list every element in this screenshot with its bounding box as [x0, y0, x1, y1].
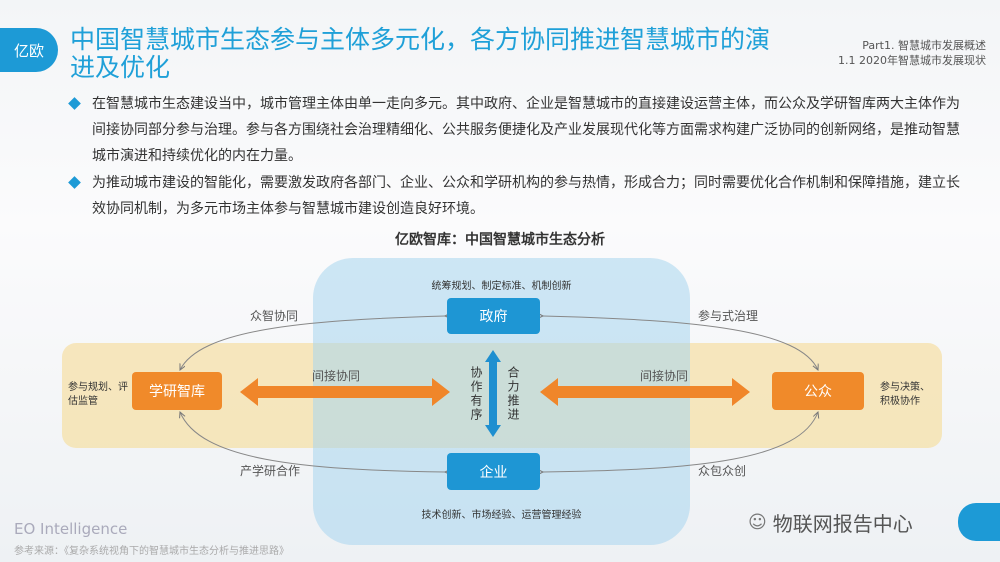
academia-description: 参与规划、评估监管 — [68, 382, 128, 407]
watermark-text: 物联网报告中心 — [772, 512, 913, 536]
curve-ent-academia — [180, 412, 445, 472]
section-info: Part1. 智慧城市发展概述 1.1 2020年智慧城市发展现状 — [838, 38, 986, 68]
wechat-icon: ☺ — [748, 512, 767, 533]
label-ent-public: 众包众创 — [698, 464, 747, 478]
watermark: ☺物联网报告中心 — [748, 508, 913, 537]
eo-logo: 亿欧 — [0, 28, 58, 72]
double-arrow-left-icon — [240, 378, 450, 406]
bullet-text: 为推动城市建设的智能化，需要激发政府各部门、企业、公众和学研机构的参与热情，形成… — [92, 175, 960, 217]
bullet-1: 在智慧城市生态建设当中，城市管理主体由单一走向多元。其中政府、企业是智慧城市的直… — [68, 91, 972, 169]
label-gov-academia: 众智协同 — [250, 309, 299, 323]
footer-source: 参考来源：《复杂系统视角下的智慧城市生态分析与推进思路》 — [14, 546, 289, 557]
node-government: 政府 — [447, 298, 540, 334]
bullet-2: 为推动城市建设的智能化，需要激发政府各部门、企业、公众和学研机构的参与热情，形成… — [68, 170, 972, 222]
diagram-title: 亿欧智库：中国智慧城市生态分析 — [395, 232, 605, 248]
double-arrow-vertical-icon — [485, 350, 501, 437]
node-academia: 学研智库 — [132, 372, 222, 410]
curve-ent-public — [543, 412, 818, 472]
label-joint-push: 合力推进 — [506, 366, 520, 422]
curve-gov-academia — [180, 316, 445, 370]
curve-gov-public — [543, 316, 818, 370]
logo-text: 亿欧 — [13, 41, 44, 60]
ent-description: 技术创新、市场经验、运营管理经验 — [421, 510, 582, 521]
label-indirect-right: 间接协同 — [640, 369, 689, 383]
label-ent-academia: 产学研合作 — [240, 464, 301, 478]
section-label: 1.1 2020年智慧城市发展现状 — [838, 54, 986, 67]
label-gov-public: 参与式治理 — [698, 309, 759, 323]
page-tab — [958, 503, 1000, 541]
footer-brand: EO Intelligence — [14, 520, 128, 538]
double-arrow-right-icon — [540, 378, 750, 406]
part-label: Part1. 智慧城市发展概述 — [862, 39, 986, 52]
page-title: 中国智慧城市生态参与主体多元化，各方协同推进智慧城市的演进及优化 — [70, 25, 771, 82]
bullet-text: 在智慧城市生态建设当中，城市管理主体由单一走向多元。其中政府、企业是智慧城市的直… — [92, 96, 960, 164]
label-indirect-left: 间接协同 — [312, 369, 361, 383]
label-orderly: 协作有序 — [469, 366, 483, 422]
node-enterprise: 企业 — [447, 453, 540, 490]
gov-description: 统筹规划、制定标准、机制创新 — [431, 281, 572, 292]
node-public: 公众 — [772, 372, 864, 410]
public-description: 参与决策、积极协作 — [880, 382, 930, 407]
